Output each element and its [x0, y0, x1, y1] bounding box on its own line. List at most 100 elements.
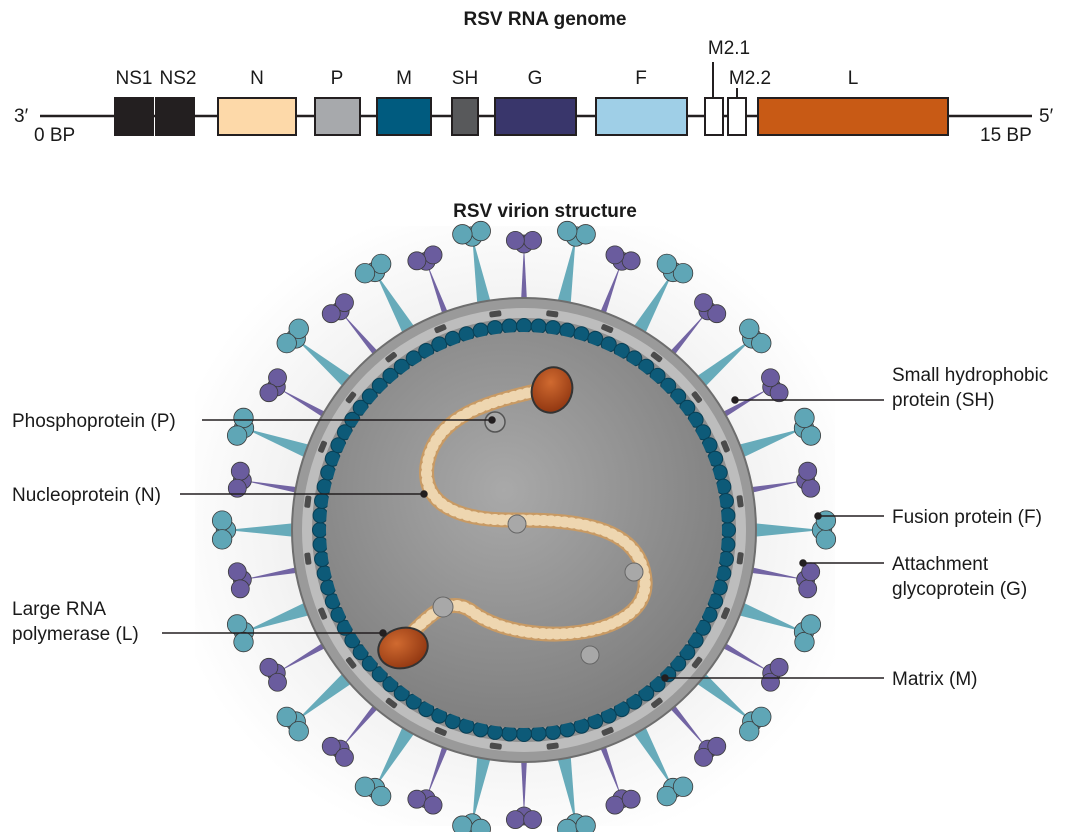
matrix-bead: [516, 318, 532, 334]
gene-label-p: P: [331, 68, 344, 89]
matrix-bead: [530, 725, 547, 742]
gene-box-sh: [451, 97, 479, 136]
matrix-bead: [382, 367, 399, 384]
sh-protein: [434, 727, 447, 736]
genome-title: RSV RNA genome: [464, 9, 627, 30]
matrix-bead: [393, 685, 410, 702]
attachment-glycoprotein: [505, 758, 543, 829]
attachment-glycoprotein: [259, 368, 329, 419]
polymerase-blob-bottom: [377, 626, 429, 670]
callout-lines: [162, 396, 884, 682]
matrix-bead: [393, 358, 410, 375]
attachment-glycoprotein: [321, 702, 380, 767]
matrix-bead: [649, 676, 666, 693]
sh-protein: [601, 726, 614, 736]
matrix-bead: [719, 536, 736, 553]
matrix-bead: [717, 551, 734, 568]
matrix-bead: [361, 655, 378, 672]
sh-protein: [651, 697, 663, 709]
sh-protein: [736, 495, 744, 508]
fusion-protein: [694, 671, 772, 742]
nucleocapsid-beads: [394, 382, 651, 651]
fusion-protein: [276, 318, 354, 389]
matrix-bead: [312, 507, 329, 524]
sh-protein: [304, 552, 312, 565]
sh-protein: [489, 310, 502, 318]
genome-5prime-label: 5′: [1039, 106, 1054, 127]
matrix-bead: [717, 492, 734, 509]
matrix-bead: [382, 676, 399, 693]
fusion-protein: [452, 220, 492, 307]
gene-label-m: M: [396, 68, 412, 89]
fusion-protein: [354, 253, 417, 337]
gene-label-n: N: [250, 68, 264, 89]
fusion-protein: [354, 723, 417, 807]
gene-box-ns2: [155, 97, 195, 136]
attachment-label-line1: Attachment: [892, 554, 989, 575]
attachment-glycoprotein: [599, 743, 641, 815]
gene-label-l: L: [848, 68, 859, 89]
fusion-protein: [226, 601, 313, 653]
matrix-bead: [371, 377, 388, 394]
gene-label-m21: M2.1: [708, 38, 750, 59]
virion-illustration: [211, 220, 837, 832]
matrix-bead: [314, 551, 331, 568]
attachment-glycoprotein: [719, 368, 789, 419]
phosphoprotein-marker: [432, 596, 454, 618]
fusion-protein: [631, 723, 694, 807]
sh-protein: [345, 391, 357, 404]
matrix-bead: [545, 723, 562, 740]
nucleoprotein-label: Nucleoprotein (N): [12, 485, 161, 506]
gene-box-p: [314, 97, 361, 136]
attachment-label-line2: glycoprotein (G): [892, 579, 1027, 600]
gene-label-sh: SH: [452, 68, 478, 89]
gene-label-m22: M2.2: [729, 68, 771, 89]
sh-protein: [318, 607, 328, 620]
fusion-protein: [556, 220, 596, 307]
matrix-bead: [670, 388, 687, 405]
polymerase-label-line1: Large RNA: [12, 599, 106, 620]
matrix-bead: [314, 492, 331, 509]
attachment-glycoprotein: [748, 461, 821, 498]
matrix-bead: [486, 723, 503, 740]
genome-3prime-label: 3′: [14, 106, 29, 127]
fusion-protein: [631, 253, 694, 337]
sh-protein: [691, 391, 703, 403]
fusion-protein: [694, 318, 772, 389]
matrix-bead: [649, 367, 666, 384]
matrix-bead: [501, 318, 518, 335]
genome-start-bp-label: 0 BP: [34, 125, 75, 146]
fusion-protein: [211, 510, 296, 550]
phosphoprotein-marker: [507, 514, 527, 534]
sh-protein: [650, 351, 663, 363]
sh-protein: [736, 552, 744, 565]
matrix-layer: [312, 318, 736, 742]
matrix-bead: [638, 358, 655, 375]
virion-title: RSV virion structure: [453, 201, 637, 222]
matrix-bead: [352, 399, 369, 416]
polymerase-leader-dot: [379, 629, 387, 637]
matrix-bead: [486, 320, 503, 337]
phosphoprotein-marker: [580, 645, 600, 665]
attachment-glycoprotein: [505, 230, 543, 302]
matrix-bead: [679, 399, 696, 416]
polymerase-blob-top: [530, 366, 574, 414]
sh-protein: [489, 742, 502, 750]
matrix-bead: [501, 725, 518, 742]
sh-protein: [434, 324, 447, 334]
matrix-bead: [516, 726, 532, 742]
matrix-bead: [720, 522, 736, 538]
gene-label-g: G: [528, 68, 543, 89]
small-hydrophobic-proteins: [304, 310, 744, 750]
sh-protein: [345, 657, 357, 669]
polymerase-label-line2: polymerase (L): [12, 624, 139, 645]
gene-label-f: F: [635, 68, 647, 89]
gene-box-f: [595, 97, 688, 136]
gene-label-ns2: NS2: [160, 68, 197, 89]
sh-protein: [546, 742, 559, 750]
fusion-protein: [276, 671, 354, 742]
gene-box-g: [494, 97, 577, 136]
